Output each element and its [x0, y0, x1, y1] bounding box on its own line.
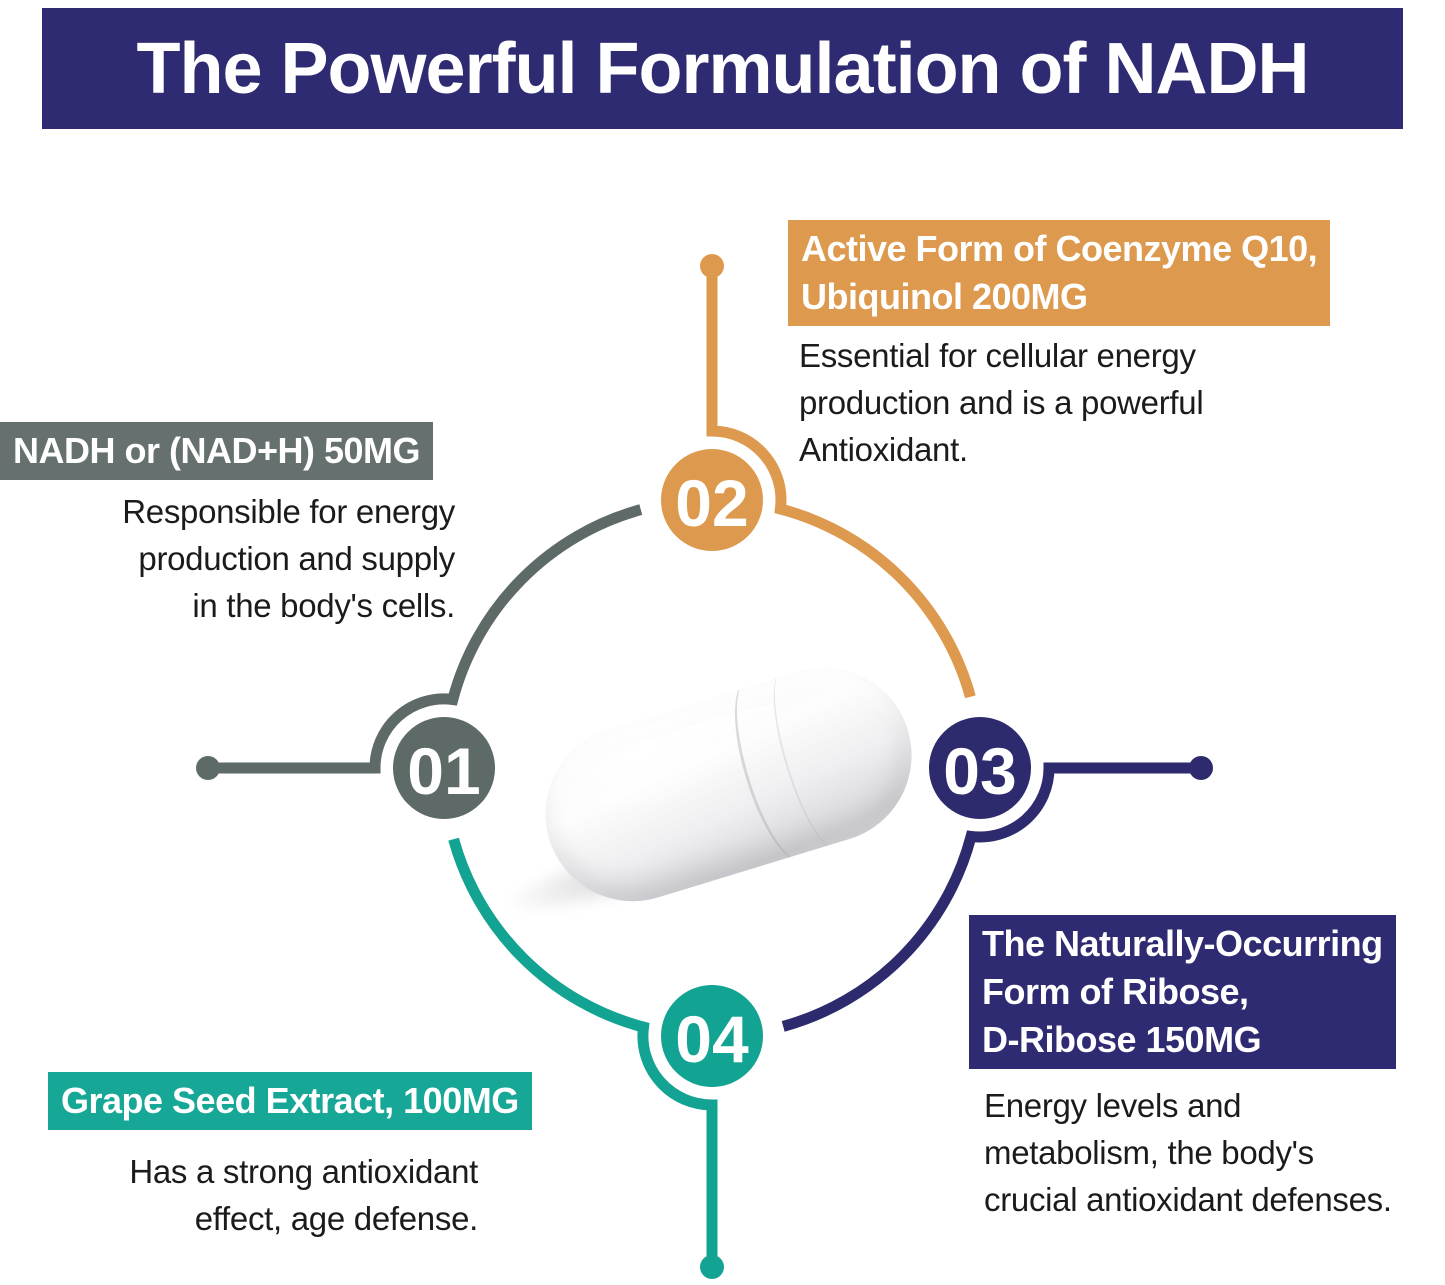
- section-01-heading-bar: NADH or (NAD+H) 50MG: [0, 422, 434, 480]
- section-02-heading-bar: Active Form of Coenzyme Q10, Ubiquinol 2…: [788, 220, 1331, 326]
- section-02-body: Essential for cellular energy production…: [799, 337, 1204, 468]
- section-03-body: Energy levels and metabolism, the body's…: [984, 1087, 1392, 1218]
- step-circle-02: 02: [661, 449, 763, 551]
- section-04-heading-bar: Grape Seed Extract, 100MG: [48, 1072, 532, 1130]
- step-circle-01-bg: [393, 717, 495, 819]
- step-circle-02-bg: [661, 449, 763, 551]
- connector-dot-02: [700, 254, 724, 278]
- connector-dot-04: [700, 1255, 724, 1279]
- step-number-02: 02: [675, 466, 748, 540]
- section-01-body: Responsible for energy production and su…: [122, 493, 455, 624]
- step-number-03: 03: [943, 734, 1016, 808]
- step-circle-03-bg: [929, 717, 1031, 819]
- section-04-body: Has a strong antioxidant effect, age def…: [129, 1153, 478, 1237]
- page-title: The Powerful Formulation of NADH: [136, 28, 1310, 109]
- connector-path-02: [706, 266, 976, 699]
- connector-path-01: [208, 504, 643, 774]
- step-circle-03: 03: [929, 717, 1031, 819]
- connector-dot-03: [1189, 756, 1213, 780]
- title-banner: The Powerful Formulation of NADH: [42, 8, 1403, 129]
- step-circle-04: 04: [661, 985, 763, 1087]
- connector-path-03: [781, 762, 1201, 1032]
- section-03-heading-bar: The Naturally-Occurring Form of Ribose, …: [969, 915, 1396, 1069]
- connector-dot-01: [196, 756, 220, 780]
- step-number-04: 04: [675, 1002, 749, 1076]
- step-circle-01: 01: [393, 717, 495, 819]
- step-number-01: 01: [407, 734, 480, 808]
- step-circle-04-bg: [661, 985, 763, 1087]
- connector-path-04: [448, 837, 718, 1267]
